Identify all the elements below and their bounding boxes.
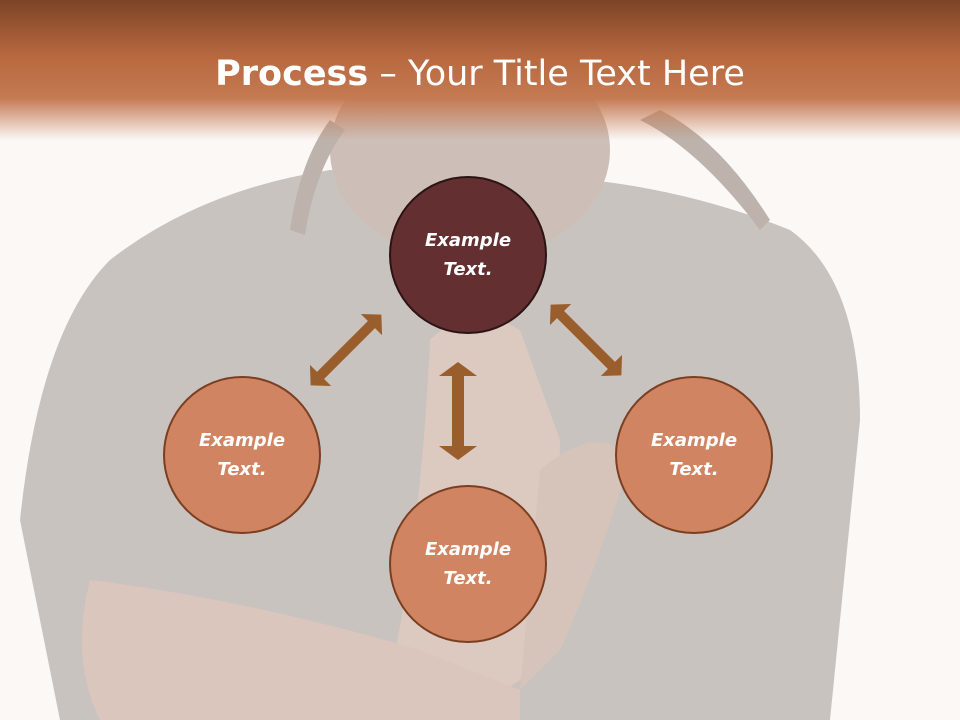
process-node-top: Example Text. <box>389 176 547 334</box>
arrow-top-right <box>549 303 623 377</box>
title-rest: – Your Title Text Here <box>368 54 745 94</box>
title-bold: Process <box>215 54 369 94</box>
arrow-top-left <box>309 313 383 387</box>
header-banner <box>0 0 960 140</box>
slide-title: Process – Your Title Text Here <box>0 52 960 96</box>
node-right-label: Example Text. <box>650 430 738 480</box>
arrow-vertical <box>439 362 477 460</box>
node-bottom-label: Example Text. <box>424 539 512 589</box>
process-node-right: Example Text. <box>615 376 773 534</box>
process-node-left: Example Text. <box>163 376 321 534</box>
node-top-label: Example Text. <box>424 230 512 280</box>
process-node-bottom: Example Text. <box>389 485 547 643</box>
node-left-label: Example Text. <box>198 430 286 480</box>
